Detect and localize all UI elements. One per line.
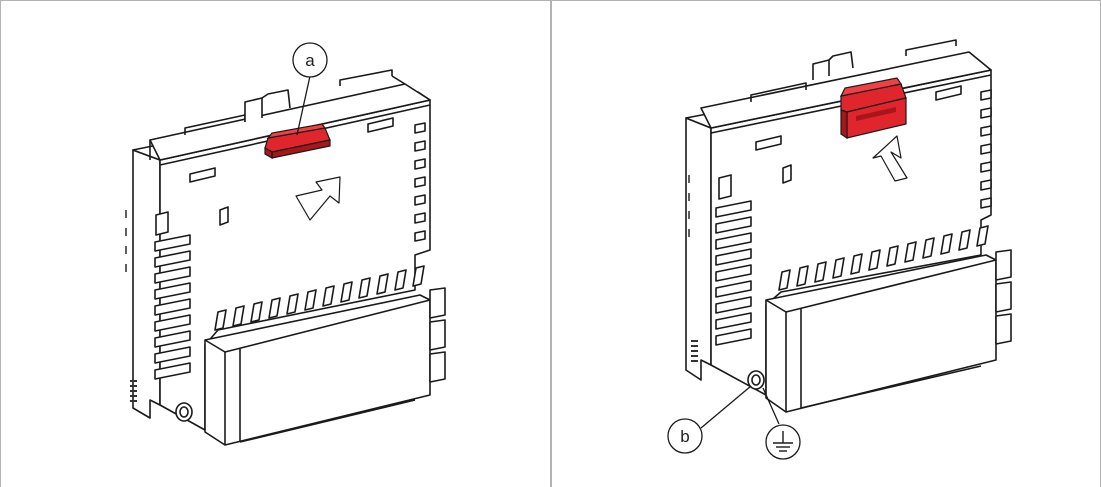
- module-body-left: [125, 69, 446, 446]
- latch-left: [264, 123, 331, 160]
- panel-divider: [550, 0, 552, 487]
- callout-b-label: b: [680, 427, 689, 446]
- arrow-down-icon: [295, 176, 341, 221]
- panel-right: b: [551, 0, 1101, 487]
- module-diagram-left: a: [125, 42, 446, 446]
- panel-left: a: [0, 0, 550, 487]
- latch-right: [839, 77, 907, 140]
- module-body-right: [685, 39, 1012, 413]
- callout-a: a: [292, 42, 328, 136]
- callout-a-label: a: [305, 51, 315, 70]
- ground-icon: [762, 387, 801, 460]
- arrow-up-icon: [872, 135, 908, 182]
- module-diagram-right: b: [667, 39, 1012, 460]
- callout-b: b: [667, 385, 752, 454]
